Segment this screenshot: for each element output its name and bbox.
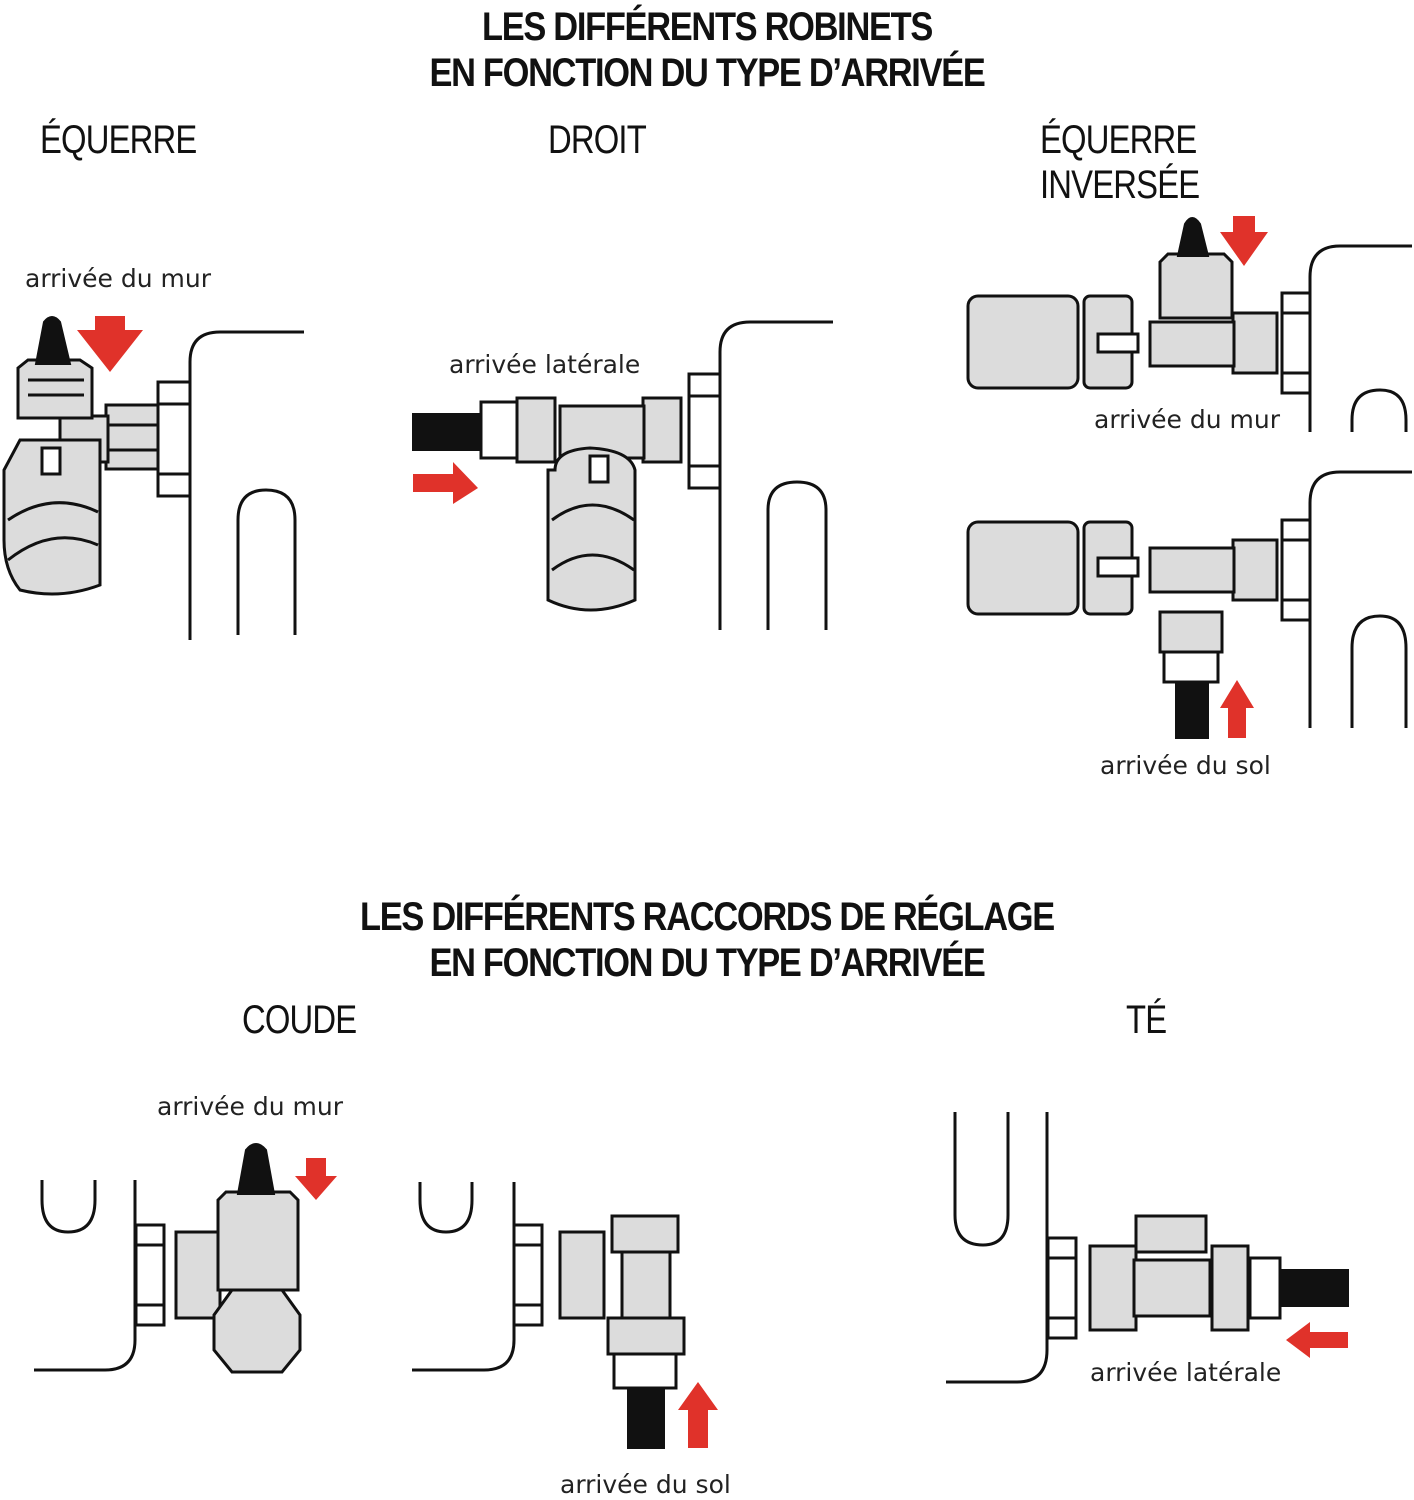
- heading-droit: DROIT: [548, 118, 647, 162]
- heading-te: TÉ: [1126, 998, 1167, 1042]
- inversee-sol-illustration: [966, 470, 1412, 739]
- heading-equerre-inversee: ÉQUERRE INVERSÉE: [1040, 118, 1200, 207]
- union-nut: [104, 403, 160, 471]
- radiator-edge: [188, 330, 304, 640]
- radiator-edge: [1308, 470, 1412, 728]
- label-inversee-sol: arrivée du sol: [1100, 751, 1271, 780]
- pipe: [1175, 681, 1209, 739]
- arrow-left-icon: [1286, 1322, 1348, 1358]
- top-nut: [1158, 252, 1234, 320]
- cap-icon: [236, 1143, 276, 1195]
- section1-title-line2: EN FONCTION DU TYPE D’ARRIVÉE: [429, 51, 985, 95]
- arrow-right-icon: [413, 462, 478, 504]
- arrow-up-icon: [1220, 680, 1254, 738]
- label-equerre-mur: arrivée du mur: [25, 264, 212, 293]
- tee-body: [620, 1250, 672, 1320]
- radiator-edge: [718, 320, 833, 630]
- pipe: [627, 1387, 665, 1449]
- droit-illustration: [412, 320, 833, 630]
- equerre-illustration: [2, 316, 304, 640]
- label-coude-sol: arrivée du sol: [560, 1470, 731, 1499]
- top-nut: [16, 358, 94, 420]
- radiator-edge: [34, 1180, 137, 1372]
- radiator-nut: [156, 380, 192, 498]
- arrow-up-icon: [678, 1382, 718, 1448]
- label-te-laterale: arrivée latérale: [1090, 1358, 1282, 1387]
- thermostat-head: [966, 520, 1080, 616]
- valve-body: [1148, 320, 1236, 368]
- section1-title-line1: LES DIFFÉRENTS ROBINETS: [481, 5, 933, 49]
- radiator-edge: [1308, 244, 1412, 432]
- inversee-mur-illustration: [966, 216, 1412, 432]
- thermostat-head: [2, 438, 102, 596]
- heading-equerre: ÉQUERRE: [40, 118, 197, 162]
- cap-icon: [1176, 217, 1210, 257]
- arrow-down-icon: [1220, 216, 1268, 266]
- te-illustration: [946, 1112, 1349, 1384]
- label-droit-laterale: arrivée latérale: [449, 350, 641, 379]
- section2-title-line1: LES DIFFÉRENTS RACCORDS DE RÉGLAGE: [360, 895, 1055, 939]
- hex-nut: [212, 1288, 302, 1374]
- label-inversee-mur: arrivée du mur: [1094, 405, 1281, 434]
- coude-sol-illustration: [412, 1182, 718, 1449]
- radiator-column: [236, 488, 297, 635]
- radiator-edge: [412, 1182, 516, 1372]
- tee-body: [1132, 1258, 1212, 1318]
- cap-icon: [34, 316, 72, 365]
- coude-mur-illustration: [34, 1143, 337, 1374]
- heading-coude: COUDE: [242, 998, 357, 1042]
- thermostat-head: [546, 446, 637, 612]
- thermostat-head: [966, 294, 1080, 390]
- label-coude-mur: arrivée du mur: [157, 1092, 344, 1121]
- radiator-column: [766, 480, 828, 630]
- radiator-nut: [687, 372, 722, 490]
- arrow-down-icon: [77, 316, 143, 372]
- section2-title-line2: EN FONCTION DU TYPE D’ARRIVÉE: [429, 941, 985, 985]
- pipe: [1279, 1269, 1349, 1307]
- arrow-down-icon: [295, 1158, 337, 1200]
- pipe: [412, 413, 482, 451]
- valve-body: [1148, 546, 1236, 594]
- radiator-edge: [946, 1112, 1049, 1384]
